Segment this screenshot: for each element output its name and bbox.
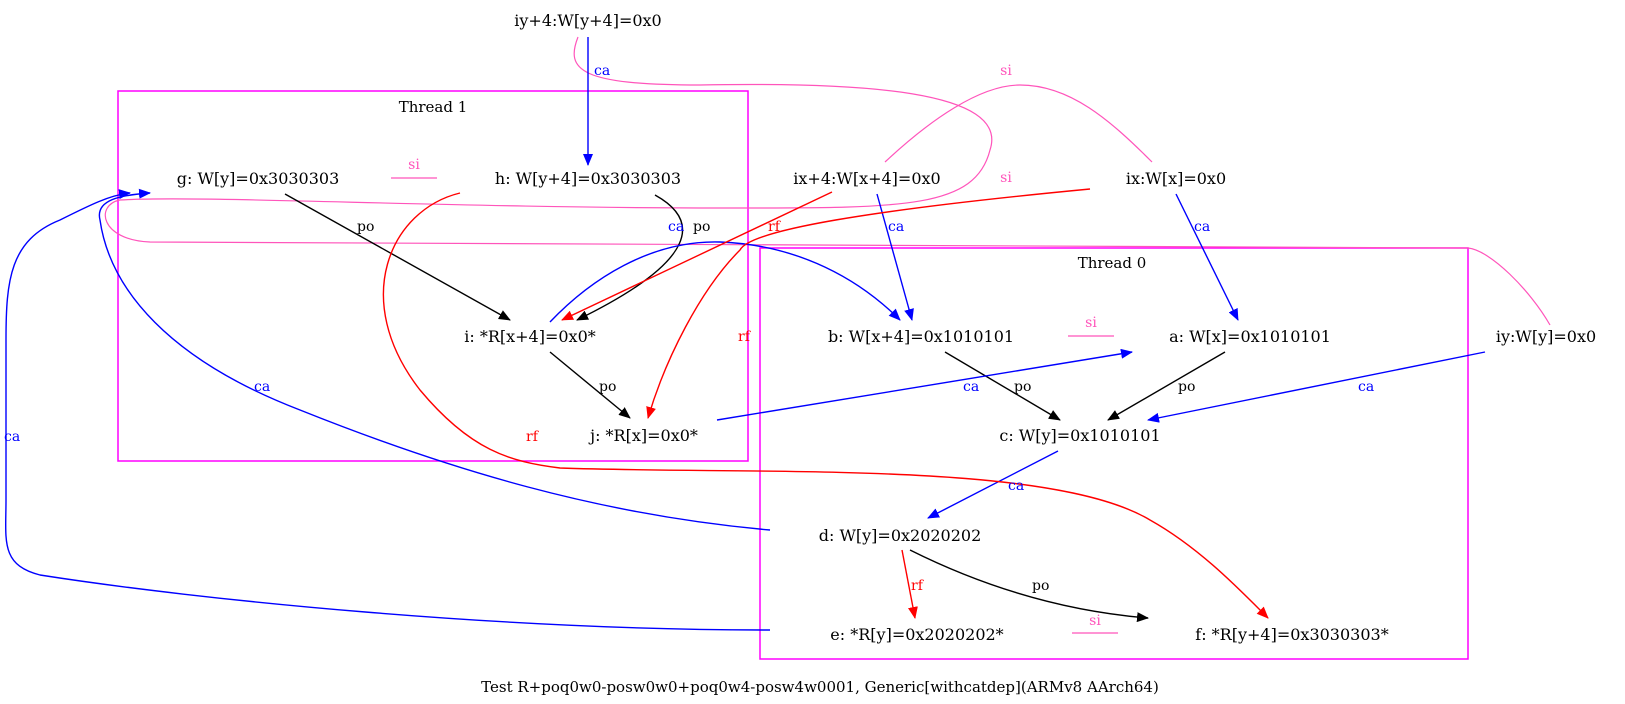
ca-edge-i-b — [549, 241, 901, 323]
po-edge-i-j — [549, 351, 631, 419]
label-ca-e-g: ca — [4, 429, 20, 445]
node-iy: iy:W[y]=0x0 — [1496, 327, 1596, 346]
label-rf-ix-j: rf — [738, 329, 752, 345]
label-si-b-a: si — [1085, 315, 1097, 331]
label-po-b-c: po — [1014, 379, 1031, 395]
node-ix4: ix+4:W[x+4]=0x0 — [793, 169, 940, 188]
ca-edge-ix-a — [1175, 193, 1239, 321]
thread1-cluster — [117, 90, 749, 462]
po-edge-a-c — [1107, 351, 1226, 421]
rf-edge-d-e — [901, 549, 918, 619]
diagram-caption: Test R+poq0w0-posw0w0+poq0w4-posw4w0001,… — [481, 678, 1159, 696]
ca-edge-c-d — [927, 450, 1059, 519]
si-edge-iy4-ix4 — [104, 36, 1469, 249]
label-si-right: si — [1000, 170, 1012, 186]
ca-edge-iy-c — [1147, 351, 1486, 423]
rf-edge-ix4-i — [561, 191, 833, 321]
thread0-title: Thread 0 — [1078, 254, 1147, 272]
node-h: h: W[y+4]=0x3030303 — [495, 169, 681, 188]
node-i: i: *R[x+4]=0x0* — [464, 327, 596, 346]
si-edge-iy — [1467, 247, 1551, 326]
node-a: a: W[x]=0x1010101 — [1169, 327, 1331, 346]
label-ca-ix4-b: ca — [888, 219, 904, 235]
rf-edge-h-f — [382, 192, 1269, 619]
label-ca-c-d: ca — [1008, 478, 1024, 494]
label-po-d-f: po — [1032, 578, 1049, 594]
node-g: g: W[y]=0x3030303 — [177, 169, 340, 188]
label-si-e-f: si — [1089, 613, 1101, 629]
edge-labels: ca si si si po ca po rf ca ca si rf ca p… — [4, 63, 1374, 629]
node-f: f: *R[y+4]=0x3030303* — [1195, 625, 1388, 644]
node-d: d: W[y]=0x2020202 — [819, 526, 982, 545]
po-edge-h-i — [576, 194, 684, 321]
si-edge-ix4-ix — [884, 84, 1153, 163]
label-ca-iy-c: ca — [1358, 379, 1374, 395]
label-po-g-i: po — [357, 219, 374, 235]
ca-edge-e-g — [5, 189, 771, 631]
ca-edge-d-g — [98, 188, 771, 531]
thread1-title: Thread 1 — [399, 98, 468, 116]
label-ca-iy4-h: ca — [594, 63, 610, 79]
label-rf-h-f: rf — [526, 429, 540, 445]
label-ca-d-g: ca — [254, 379, 270, 395]
node-b: b: W[x+4]=0x1010101 — [828, 327, 1014, 346]
node-e: e: *R[y]=0x2020202* — [830, 625, 1003, 644]
label-ca-ix-a: ca — [1194, 219, 1210, 235]
label-po-h-i: po — [693, 219, 710, 235]
nodes: iy+4:W[y+4]=0x0 g: W[y]=0x3030303 h: W[y… — [177, 11, 1596, 644]
label-si-g-h: si — [408, 157, 420, 173]
ca-edges — [5, 37, 1486, 631]
thread0-cluster — [759, 247, 1469, 660]
label-po-i-j: po — [599, 379, 616, 395]
po-edge-g-i — [284, 193, 511, 321]
po-edge-d-f — [909, 549, 1149, 623]
label-si-top: si — [1000, 63, 1012, 79]
node-ix: ix:W[x]=0x0 — [1126, 169, 1226, 188]
node-j: j: *R[x]=0x0* — [588, 426, 698, 445]
ca-edge-ix4-b — [876, 193, 914, 321]
rf-edge-ix-j — [646, 188, 1091, 419]
si-edges — [104, 36, 1551, 634]
label-po-a-c: po — [1178, 379, 1195, 395]
label-ca-i-b: ca — [668, 219, 684, 235]
ca-edge-j-a — [716, 348, 1133, 421]
rf-edges — [382, 188, 1269, 619]
po-edge-b-c — [944, 351, 1061, 421]
label-rf-d-e: rf — [911, 578, 925, 594]
label-rf-ix4-i: rf — [768, 219, 782, 235]
po-edges — [284, 193, 1226, 623]
node-c: c: W[y]=0x1010101 — [999, 426, 1160, 445]
node-iy4: iy+4:W[y+4]=0x0 — [514, 11, 661, 30]
label-ca-j-a: ca — [963, 379, 979, 395]
